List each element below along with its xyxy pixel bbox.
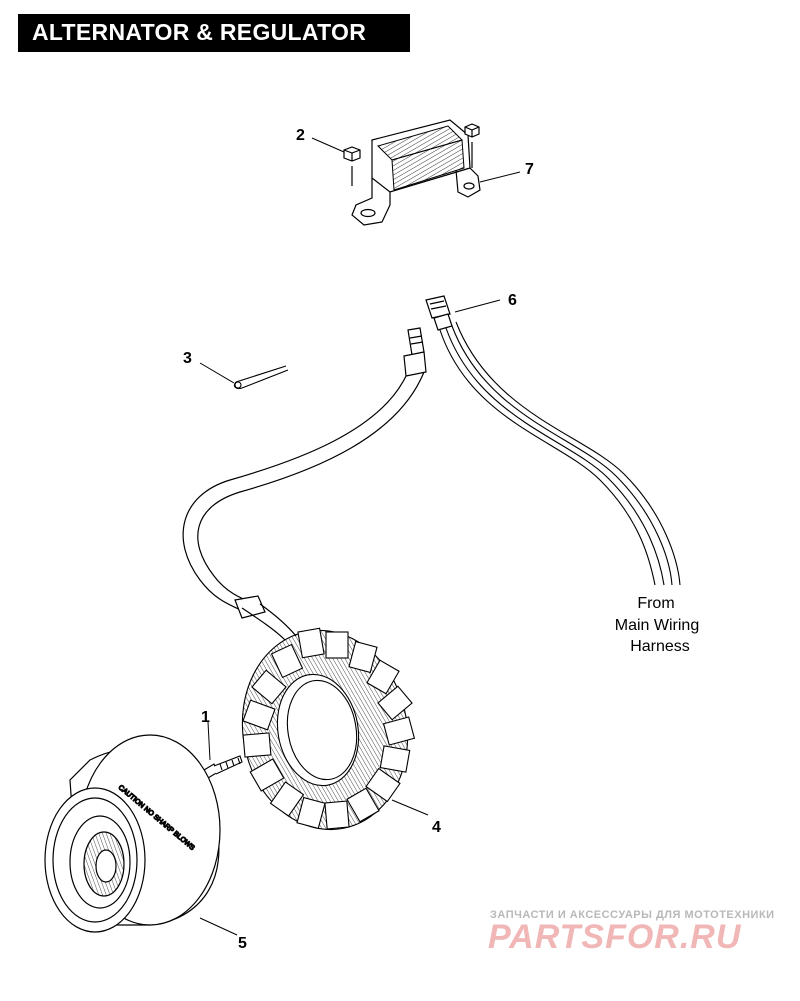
title-bar: ALTERNATOR & REGULATOR (18, 14, 410, 52)
cotter-pin (233, 365, 289, 390)
hex-nut-right (464, 123, 480, 138)
callout-4: 4 (432, 819, 441, 836)
stator-lead-cable (182, 327, 427, 641)
callout-7: 7 (525, 161, 534, 178)
connector-6 (425, 295, 453, 331)
harness-note-line1: From (637, 595, 674, 612)
hex-nut-left (343, 146, 361, 162)
diagram-title: ALTERNATOR & REGULATOR (32, 19, 367, 45)
callout-6: 6 (508, 292, 517, 309)
watermark-tagline: ЗАПЧАСТИ И АКСЕССУАРЫ ДЛЯ МОТОТЕХНИКИ (490, 909, 775, 921)
rotor: CAUTION NO SHARP BLOWS (44, 734, 221, 933)
leader-lines (199, 137, 521, 936)
callout-2: 2 (296, 127, 305, 144)
harness-note-line3: Harness (630, 638, 690, 655)
callout-1: 1 (201, 709, 210, 726)
harness-note-line2: Main Wiring (615, 617, 699, 634)
watermark-logo: PARTSFOR.RU (488, 918, 742, 956)
callout-3: 3 (183, 350, 192, 367)
voltage-regulator (351, 119, 481, 226)
callout-5: 5 (238, 935, 247, 952)
main-harness-wires (439, 321, 681, 586)
stator (241, 627, 416, 831)
